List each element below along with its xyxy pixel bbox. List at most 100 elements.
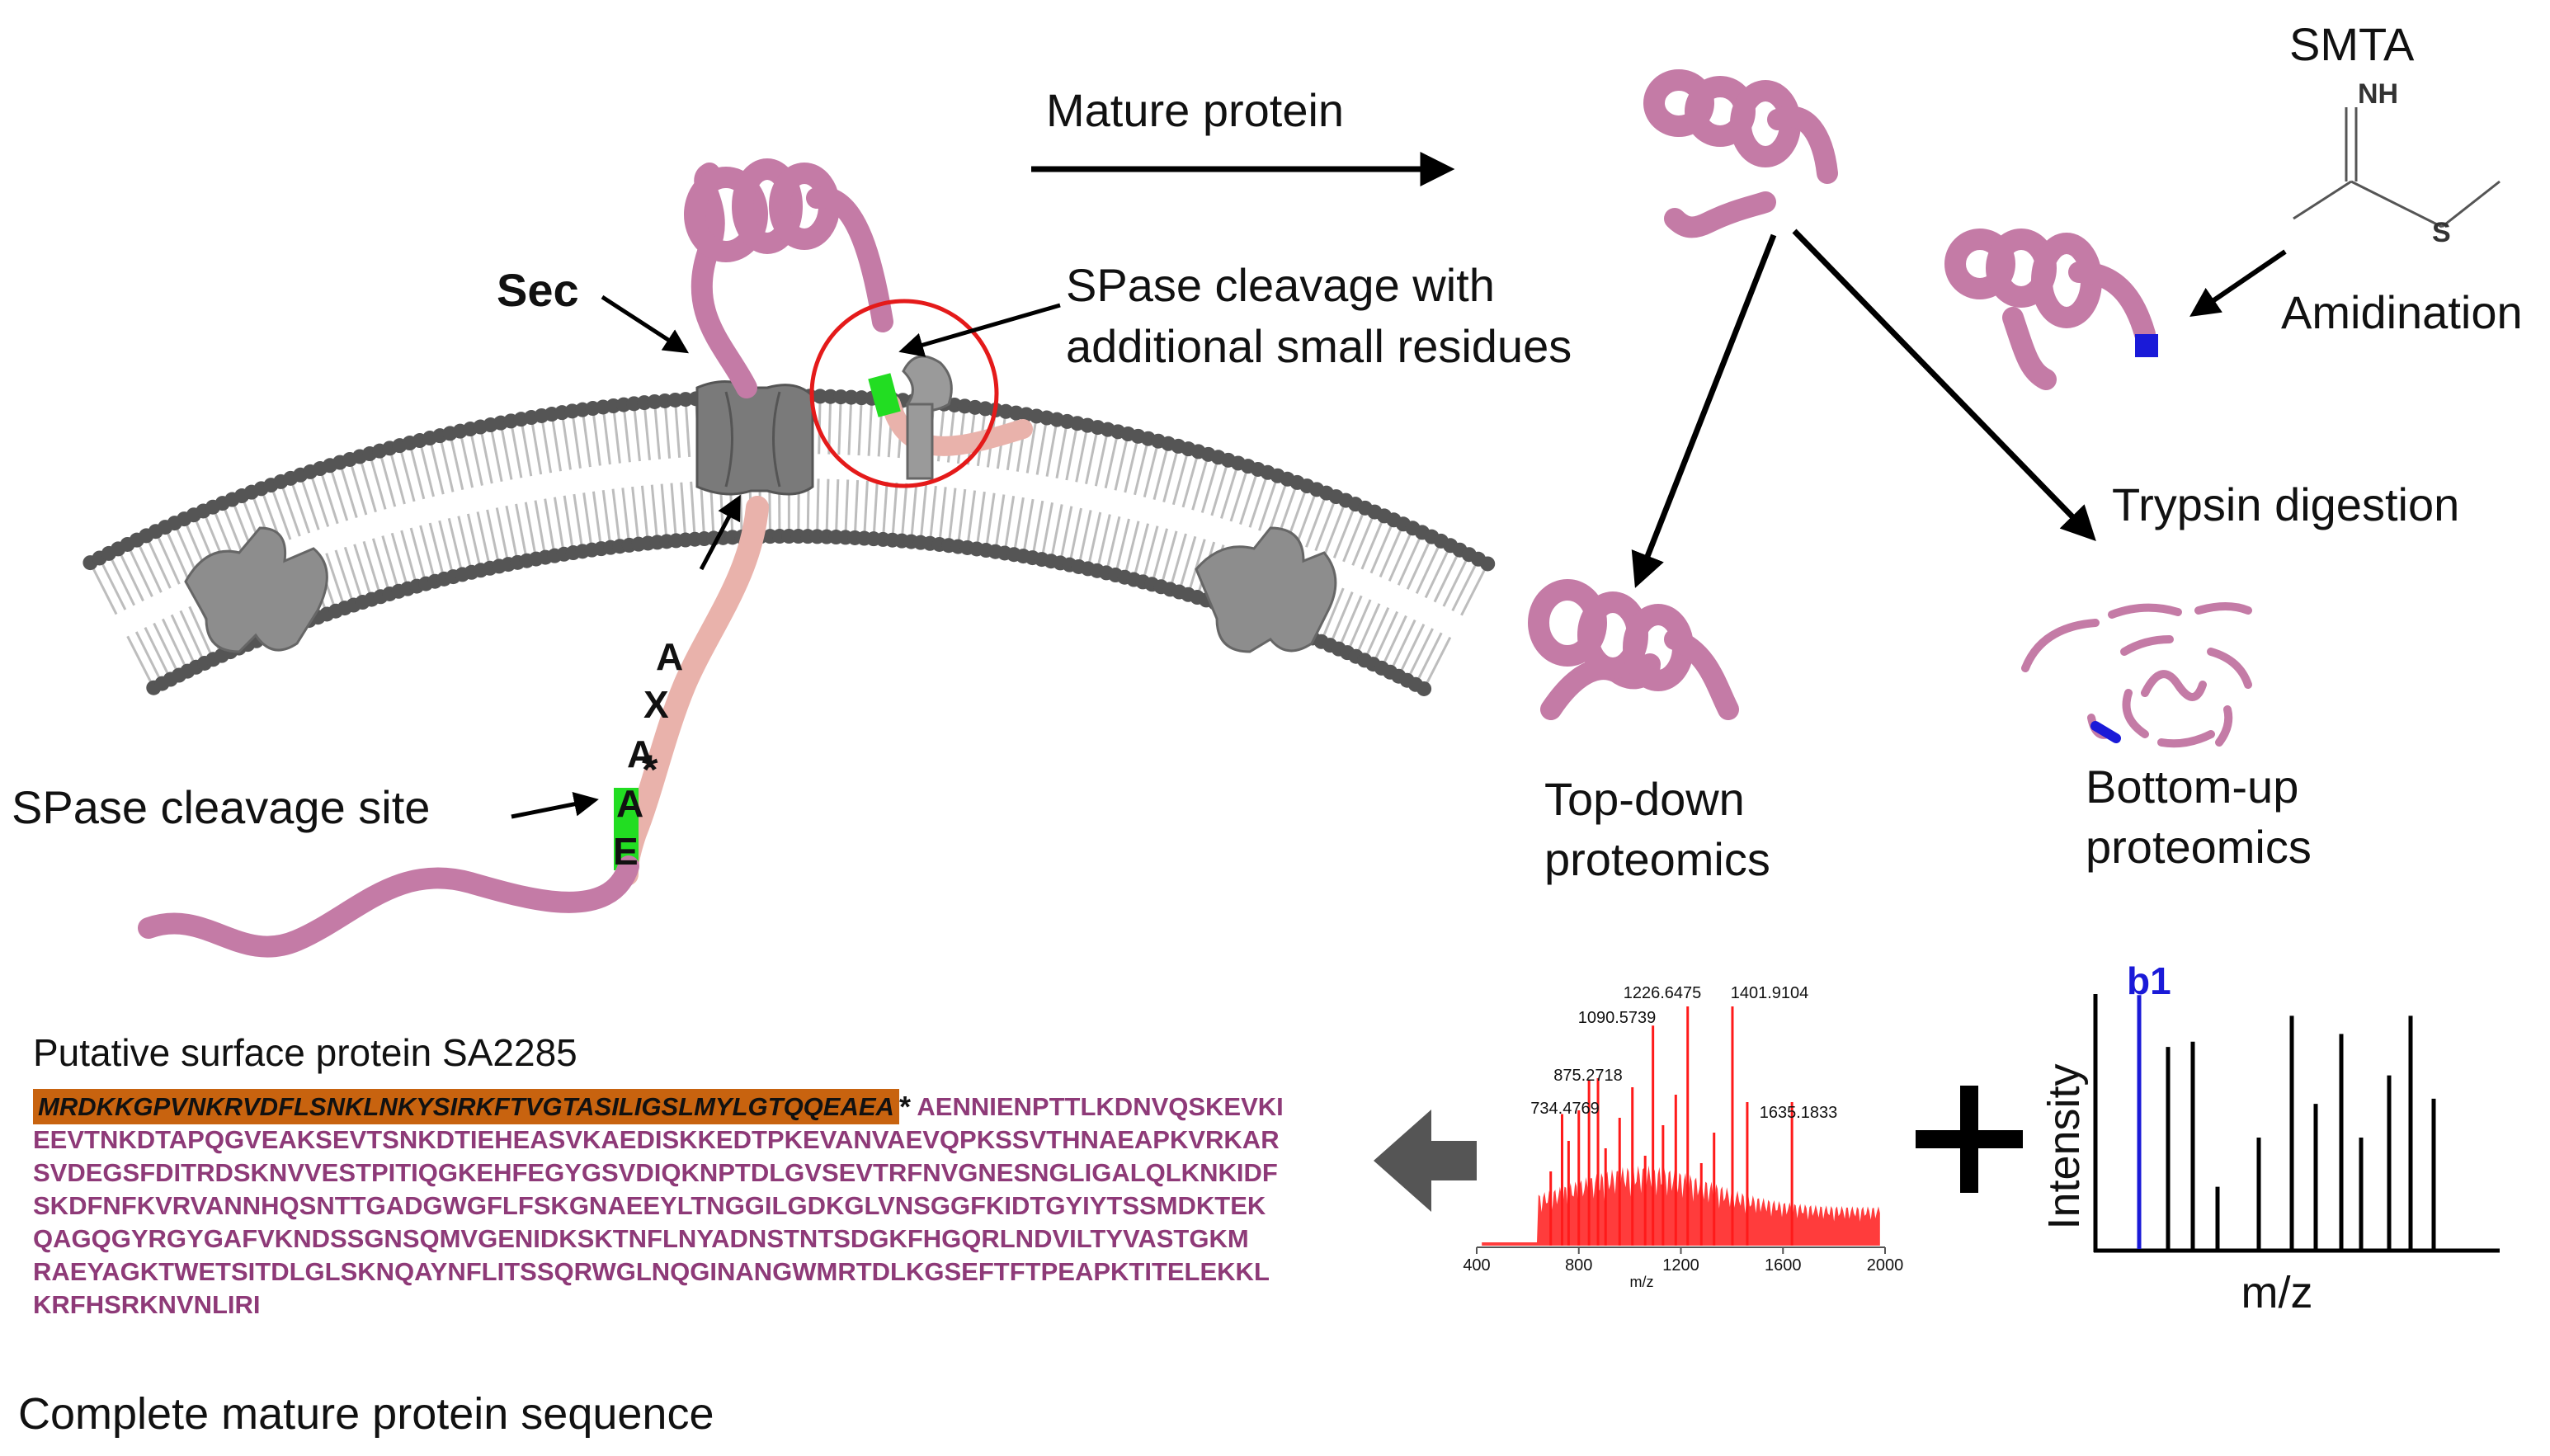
lipid-tail [660,483,668,542]
lipid-tail [571,411,582,469]
lipid-tail [489,424,503,483]
lipid-tail [631,486,640,544]
lipid-tail [1363,606,1390,662]
lipid-tail [334,549,356,605]
lipid-tail [1040,502,1053,560]
ms2-x-label: m/z [2241,1268,2313,1317]
membrane-protein-right [1195,526,1337,653]
n-terminal-chain [138,855,639,958]
lipid-tail [530,417,543,475]
lipid-tail [938,487,947,545]
lipid-tail [1177,535,1197,592]
lipid-tail [325,553,346,609]
lipid-tail [834,478,840,538]
lipid-tail [1323,500,1347,555]
lipid-tail [1422,636,1452,690]
sequence-line-4: SKDFNFKVRVANNHQSNTTGADGWGFLFSKGNAEEYLTNG… [33,1191,1266,1220]
signal-peptide-sequence: MRDKKGPVNKRVDFLSNKLNKYSIRKFTVGTASILIGSLM… [33,1089,899,1124]
lipid-tail [881,481,888,540]
ms1-peak-label-1226: 1226.6475 [1624,984,1702,1002]
lipid-tail [428,522,445,580]
mature-sequence-start: AENNIENPTTLKDNVQSKEVKI [917,1092,1284,1121]
lipid-tail [279,481,301,537]
lipid-tail [1114,433,1129,491]
lipid-tail [663,400,672,459]
lipid-tail [684,399,691,458]
lipid-tail [1075,425,1089,483]
lipid-tail [400,530,418,587]
lipid-tail [956,488,967,547]
residue-a3: A [616,782,643,825]
lipid-tail [154,530,181,585]
lipid-tail [1124,436,1140,493]
lipid-tail [328,464,349,521]
lipid-tail [1388,527,1414,582]
lipid-tail [1342,507,1367,563]
ms2-peaks [2137,995,2436,1249]
peptide-fragments [2021,602,2252,748]
lipid-tail [847,397,853,455]
residue-letters: A X A A E * [613,635,683,873]
lipid-tail [643,402,651,460]
bottom-up-label-line1: Bottom-up [2086,761,2299,813]
lipid-tail [418,440,435,497]
grey-block-arrow [1374,1110,1477,1212]
lipid-tail [1143,441,1160,498]
lipid-tail [1380,615,1407,669]
spase-anchor [906,403,934,480]
lipid-tail [592,491,603,549]
lipid-tail [1159,530,1178,587]
lipid-tail [1025,416,1038,474]
lipid-tail [338,462,358,518]
lipid-tail [144,627,172,681]
lipid-tail [378,450,397,507]
lipid-tail [581,409,592,468]
lipid-tail [680,482,687,540]
sequence-line-5: QAGQGYRGYGAFVKNDSSGNSQMVGENIDKSKTNFLNYAD… [33,1224,1249,1253]
lipid-tail [289,478,311,534]
lipid-tail [1077,510,1092,568]
lipid-tail [1200,456,1220,513]
ms1-tick-1200: 1200 [1662,1256,1699,1275]
lipid-tail [348,459,368,516]
lipid-tail [1320,587,1345,643]
lipid-tail [592,408,601,466]
lipid-tail [134,631,163,685]
lipid-tail [1094,429,1110,487]
lipid-tail [486,509,501,567]
lipid-head [823,389,838,404]
ms1-peak-label-734: 734.4769 [1530,1100,1599,1118]
lipid-tail [449,433,464,491]
top-down-arrow [1631,233,1777,588]
lipid-tail [1141,525,1159,582]
lipid-tail [466,513,483,571]
spase-cleavage-arrow [898,303,1061,357]
ms1-peak-label-1090: 1090.5739 [1578,1009,1657,1027]
lipid-tail [612,405,621,464]
lipid-tail [144,535,172,589]
lipid-tail [700,481,706,540]
lipid-tail [505,505,519,563]
lipid-tail [550,413,563,472]
ms1-ticks [1476,1247,1886,1254]
lipid-tail [582,492,593,550]
lipid-tail [153,622,181,676]
lipid-tail [534,500,547,558]
lipid-tail [221,502,245,558]
lipid-tail [499,422,513,480]
lipid-tail [863,480,869,539]
lipid-tail [900,483,908,541]
lipid-tail [674,399,681,458]
signal-cleavage-asterisk: * [898,1090,911,1124]
lipid-tail [381,535,400,592]
lipid-tail [126,544,153,597]
lipid-head [1480,556,1496,572]
lipid-tail [1305,492,1328,548]
lipid-tail [419,525,436,582]
lipid-tail [1065,422,1079,481]
ms1-peak-labels: 734.4769 875.2718 1090.5739 1226.6475 14… [1530,984,1837,1122]
bottom-up-label-line2: proteomics [2086,821,2312,873]
lipid-tail [459,431,474,488]
lipid-tail [515,503,529,561]
